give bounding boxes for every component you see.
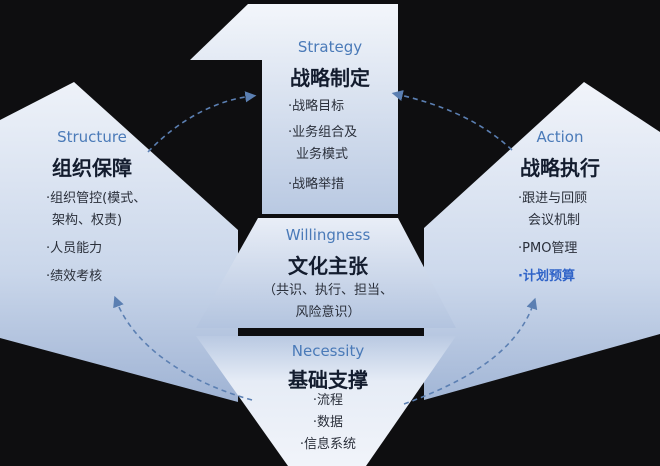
strategy-zh-title: 战略制定 xyxy=(290,66,370,90)
strategy-panel xyxy=(190,4,398,214)
structure-zh-title: 组织保障 xyxy=(52,156,132,180)
action-en-label: Action xyxy=(536,128,584,146)
necessity-item: ·数据 xyxy=(312,415,344,430)
willingness-item: （共识、执行、担当、 xyxy=(262,283,393,298)
strategy-item: ·战略目标 xyxy=(288,99,345,114)
strategy-item-list: ·战略目标 ·业务组合及 业务模式 ·战略举措 xyxy=(288,96,357,196)
necessity-zh-title: 基础支撑 xyxy=(288,368,368,392)
necessity-en-label: Necessity xyxy=(291,342,365,360)
strategy-item: 业务模式 xyxy=(296,147,349,162)
necessity-item: ·流程 xyxy=(312,393,344,408)
structure-item: ·人员能力 xyxy=(46,241,103,256)
arrow-necessity-to-action xyxy=(403,297,538,405)
action-panel xyxy=(424,82,660,400)
structure-item: ·组织管控(模式、 xyxy=(46,191,147,206)
arrow-action-to-strategy xyxy=(391,90,513,151)
willingness-item-list: （共识、执行、担当、 风险意识） xyxy=(226,280,430,324)
willingness-en-label: Willingness xyxy=(285,226,371,244)
necessity-panel xyxy=(196,336,456,466)
action-zh-title: 战略执行 xyxy=(520,156,600,180)
necessity-item-list: ·流程 ·数据 ·信息系统 xyxy=(276,390,380,456)
structure-panel xyxy=(0,82,238,402)
structure-item: 架构、权责) xyxy=(52,213,123,228)
necessity-item: ·信息系统 xyxy=(299,437,357,452)
action-item-list: ·跟进与回顾 会议机制 ·PMO管理 ·计划预算 xyxy=(518,188,587,288)
structure-item-list: ·组织管控(模式、 架构、权责) ·人员能力 ·绩效考核 xyxy=(46,188,146,288)
willingness-panel xyxy=(196,218,456,328)
action-item-highlighted: ·计划预算 xyxy=(518,269,575,284)
strategy-item: ·战略举措 xyxy=(288,177,345,192)
arrow-structure-to-strategy xyxy=(147,91,257,153)
action-item: ·PMO管理 xyxy=(518,241,578,256)
willingness-item: 风险意识） xyxy=(295,305,361,320)
willingness-zh-title: 文化主张 xyxy=(288,254,368,278)
action-item: ·跟进与回顾 xyxy=(518,191,588,206)
structure-item: ·绩效考核 xyxy=(46,269,103,284)
action-item: 会议机制 xyxy=(528,213,581,228)
strategy-en-label: Strategy xyxy=(297,38,363,56)
structure-en-label: Structure xyxy=(57,128,127,146)
strategy-item: ·业务组合及 xyxy=(288,125,358,140)
